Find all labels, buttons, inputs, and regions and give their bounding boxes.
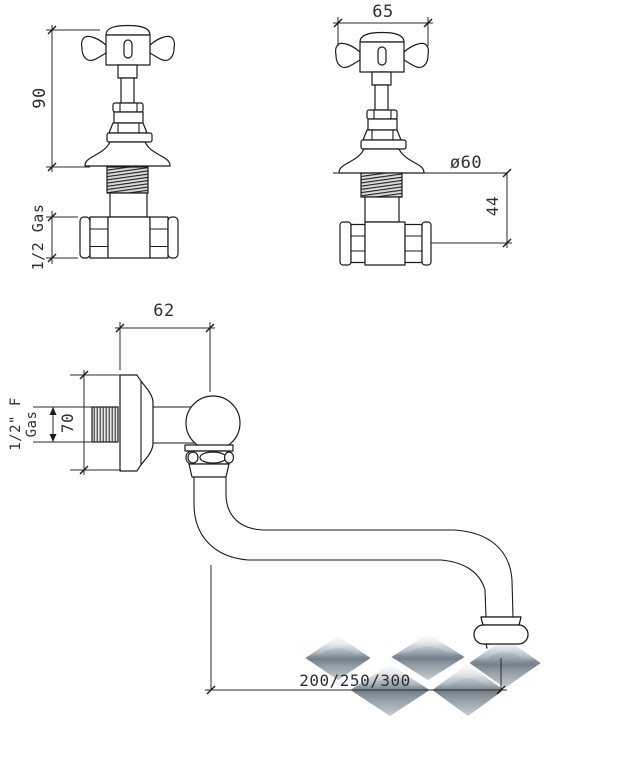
valve-front-view bbox=[79, 24, 179, 259]
handle-arm-right bbox=[149, 35, 175, 62]
body-nut-right bbox=[149, 216, 169, 259]
body-cap-left bbox=[79, 216, 91, 259]
body-cap-right bbox=[421, 221, 432, 266]
handle-dome bbox=[105, 24, 151, 36]
bonnet-hex bbox=[362, 129, 402, 141]
flange-plate bbox=[360, 139, 407, 150]
dim-flange-diameter-60: ø60 bbox=[450, 153, 482, 173]
thread-section bbox=[106, 166, 149, 194]
stem-ring-nut bbox=[112, 102, 144, 113]
dim-height-90-label: 90 bbox=[30, 87, 50, 108]
dim-width-65-label: 65 bbox=[372, 2, 393, 22]
flange-plate bbox=[106, 132, 153, 143]
handle-arm-left bbox=[81, 35, 107, 62]
handle-slot bbox=[123, 39, 133, 59]
bell-flange bbox=[84, 141, 171, 167]
collar-top-band bbox=[184, 444, 234, 452]
dim-reach-200-250-300: 200/250/300 bbox=[205, 565, 507, 695]
collar-lower bbox=[188, 463, 230, 478]
dim-diameter-label: ø60 bbox=[450, 153, 482, 173]
handle-arm-right bbox=[403, 42, 429, 69]
bell-flange bbox=[338, 148, 425, 174]
thread-nipple bbox=[91, 406, 119, 443]
dim-depth-44-label: 44 bbox=[483, 196, 502, 216]
body-nut-right bbox=[404, 223, 423, 264]
dim-width-65: 65 bbox=[333, 2, 433, 46]
collar-bead-right bbox=[223, 451, 235, 464]
dim-flange-70: 70 bbox=[58, 370, 121, 475]
handle-arm-left bbox=[335, 42, 361, 69]
dim-depth-44: 44 bbox=[431, 168, 512, 248]
valve-stem-upper bbox=[117, 64, 138, 79]
thread-section bbox=[360, 172, 403, 198]
bonnet-hex bbox=[108, 122, 148, 134]
dim-flange-70-label: 70 bbox=[58, 413, 77, 433]
handle-dome bbox=[359, 31, 405, 43]
spout-tube-inner bbox=[225, 476, 514, 618]
spout-tube-outer bbox=[193, 476, 487, 618]
body-cap-left bbox=[339, 221, 352, 266]
dim-reach-label: 200/250/300 bbox=[299, 671, 410, 690]
valve-neck bbox=[364, 196, 400, 223]
valve-side-view bbox=[333, 31, 507, 266]
outlet-torus bbox=[473, 624, 529, 645]
valve-neck bbox=[109, 192, 148, 218]
dim-thread-label-line2: Gas bbox=[24, 411, 40, 438]
bonnet-block bbox=[367, 118, 398, 131]
watermark bbox=[302, 616, 544, 718]
valve-stem-upper bbox=[371, 71, 392, 86]
valve-stem-lower bbox=[120, 77, 135, 104]
body-nut-left bbox=[350, 223, 366, 264]
wall-flange bbox=[119, 374, 154, 472]
dim-projection-62: 62 bbox=[115, 301, 215, 392]
stem-ring-nut bbox=[366, 109, 398, 120]
dim-height-90: 90 bbox=[30, 25, 100, 172]
dim-connection-label: 1/2 Gas bbox=[29, 204, 47, 271]
swivel-ball bbox=[185, 395, 241, 451]
bonnet-block bbox=[113, 111, 144, 124]
body-cap-right bbox=[167, 216, 179, 259]
dim-thread-half-gas: 1/2" F Gas bbox=[8, 397, 92, 451]
body-nut-left bbox=[89, 216, 109, 259]
outlet-step bbox=[480, 616, 522, 626]
valve-stem-lower bbox=[374, 84, 389, 111]
dim-thread-label-line1: 1/2" F bbox=[8, 397, 24, 451]
dim-projection-62-label: 62 bbox=[153, 301, 174, 321]
handle-slot bbox=[377, 46, 387, 66]
spout-view bbox=[91, 374, 529, 657]
collar-bead-left bbox=[187, 451, 199, 464]
body-tube bbox=[107, 216, 151, 259]
logo-diamond-icon bbox=[302, 634, 374, 682]
body-tube bbox=[364, 221, 406, 266]
dim-connection-half-gas: 1/2 Gas bbox=[29, 204, 78, 271]
collar-bead-center bbox=[199, 451, 227, 464]
logo-diamond-icon bbox=[388, 632, 468, 682]
